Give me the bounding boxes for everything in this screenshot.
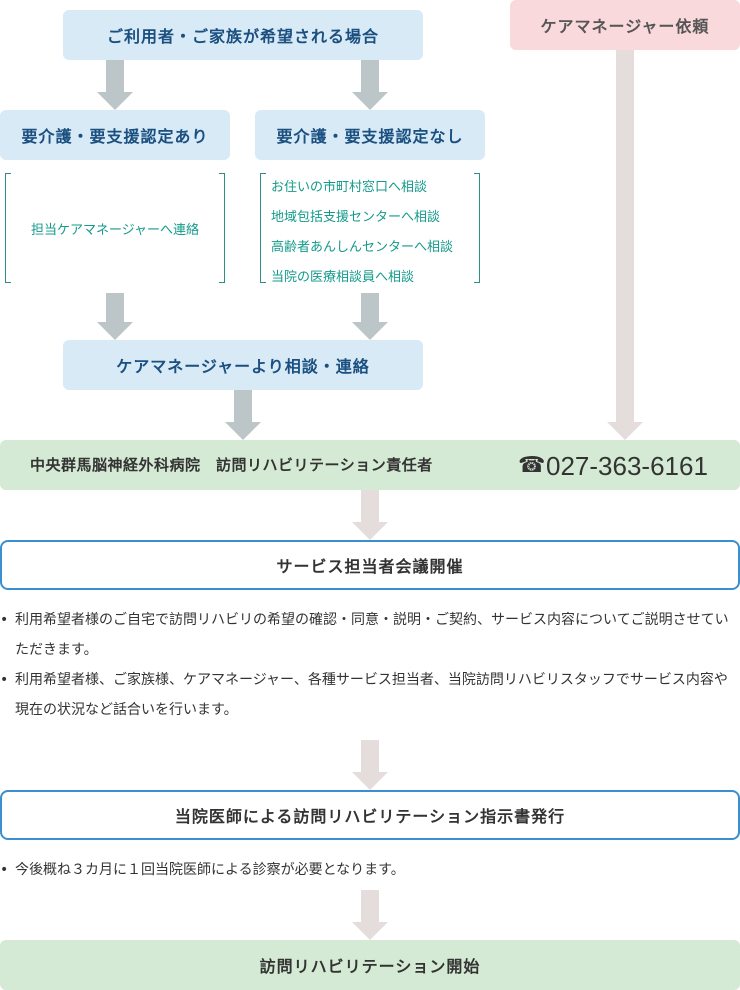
with-cert-note-bracket: 担当ケアマネージャーへ連絡 [5,173,225,283]
hospital-name: 中央群馬脳神経外科病院 訪問リハビリテーション責任者 [30,456,433,474]
with-cert-box: 要介護・要支援認定あり [0,110,230,160]
flow-arrow [352,890,388,940]
phone-number[interactable]: 027-363-6161 [546,451,708,481]
flow-arrow [352,293,388,340]
hospital-contact-bar: 中央群馬脳神経外科病院 訪問リハビリテーション責任者 ☎ 027-363-616… [0,440,740,490]
consult-option: 当院の医療相談員へ相談 [271,270,415,285]
flow-arrow [352,60,388,110]
instruction-box: 当院医師による訪問リハビリテーション指示書発行 [0,790,740,840]
care-manager-request-box: ケアマネージャー依頼 [510,0,740,50]
phone-icon: ☎ [518,453,546,478]
meeting-notes: 利用希望者様のご自宅で訪問リハビリの希望の確認・同意・説明・ご契約、サービス内容… [0,605,740,725]
consult-step-box: ケアマネージャーより相談・連絡 [63,340,423,390]
meeting-note: 利用希望者様、ご家族様、ケアマネージャー、各種サービス担当者、当院訪問リハビリス… [0,665,740,725]
instruction-notes: 今後概ね３カ月に１回当院医師による診察が必要となります。 [0,855,740,885]
consult-step-label: ケアマネージャーより相談・連絡 [116,357,370,376]
consult-option: お住いの市町村窓口へ相談 [271,180,428,195]
flow-arrow [97,60,133,110]
flow-arrow [225,390,261,440]
family-request-label: ご利用者・ご家族が希望される場合 [106,27,379,46]
meeting-title: サービス担当者会議開催 [276,557,464,576]
flow-arrow-long [607,50,643,440]
without-cert-label: 要介護・要支援認定なし [276,127,464,146]
flow-arrow [97,293,133,340]
without-cert-box: 要介護・要支援認定なし [255,110,485,160]
start-box: 訪問リハビリテーション開始 [0,940,740,990]
instruction-note: 今後概ね３カ月に１回当院医師による診察が必要となります。 [0,855,740,885]
meeting-box: サービス担当者会議開催 [0,540,740,590]
start-label: 訪問リハビリテーション開始 [259,957,481,976]
consult-option: 高齢者あんしんセンターへ相談 [271,240,454,255]
family-request-box: ご利用者・ご家族が希望される場合 [63,10,423,60]
with-cert-label: 要介護・要支援認定あり [21,127,209,146]
consult-option: 地域包括支援センターへ相談 [271,210,441,225]
flow-arrow [352,490,388,540]
without-cert-list-bracket: お住いの市町村窓口へ相談 地域包括支援センターへ相談 高齢者あんしんセンターへ相… [260,173,480,285]
meeting-note: 利用希望者様のご自宅で訪問リハビリの希望の確認・同意・説明・ご契約、サービス内容… [0,605,740,665]
with-cert-note: 担当ケアマネージャーへ連絡 [30,222,200,238]
instruction-title: 当院医師による訪問リハビリテーション指示書発行 [174,807,566,826]
care-manager-request-label: ケアマネージャー依頼 [540,17,710,36]
flow-arrow [352,740,388,790]
